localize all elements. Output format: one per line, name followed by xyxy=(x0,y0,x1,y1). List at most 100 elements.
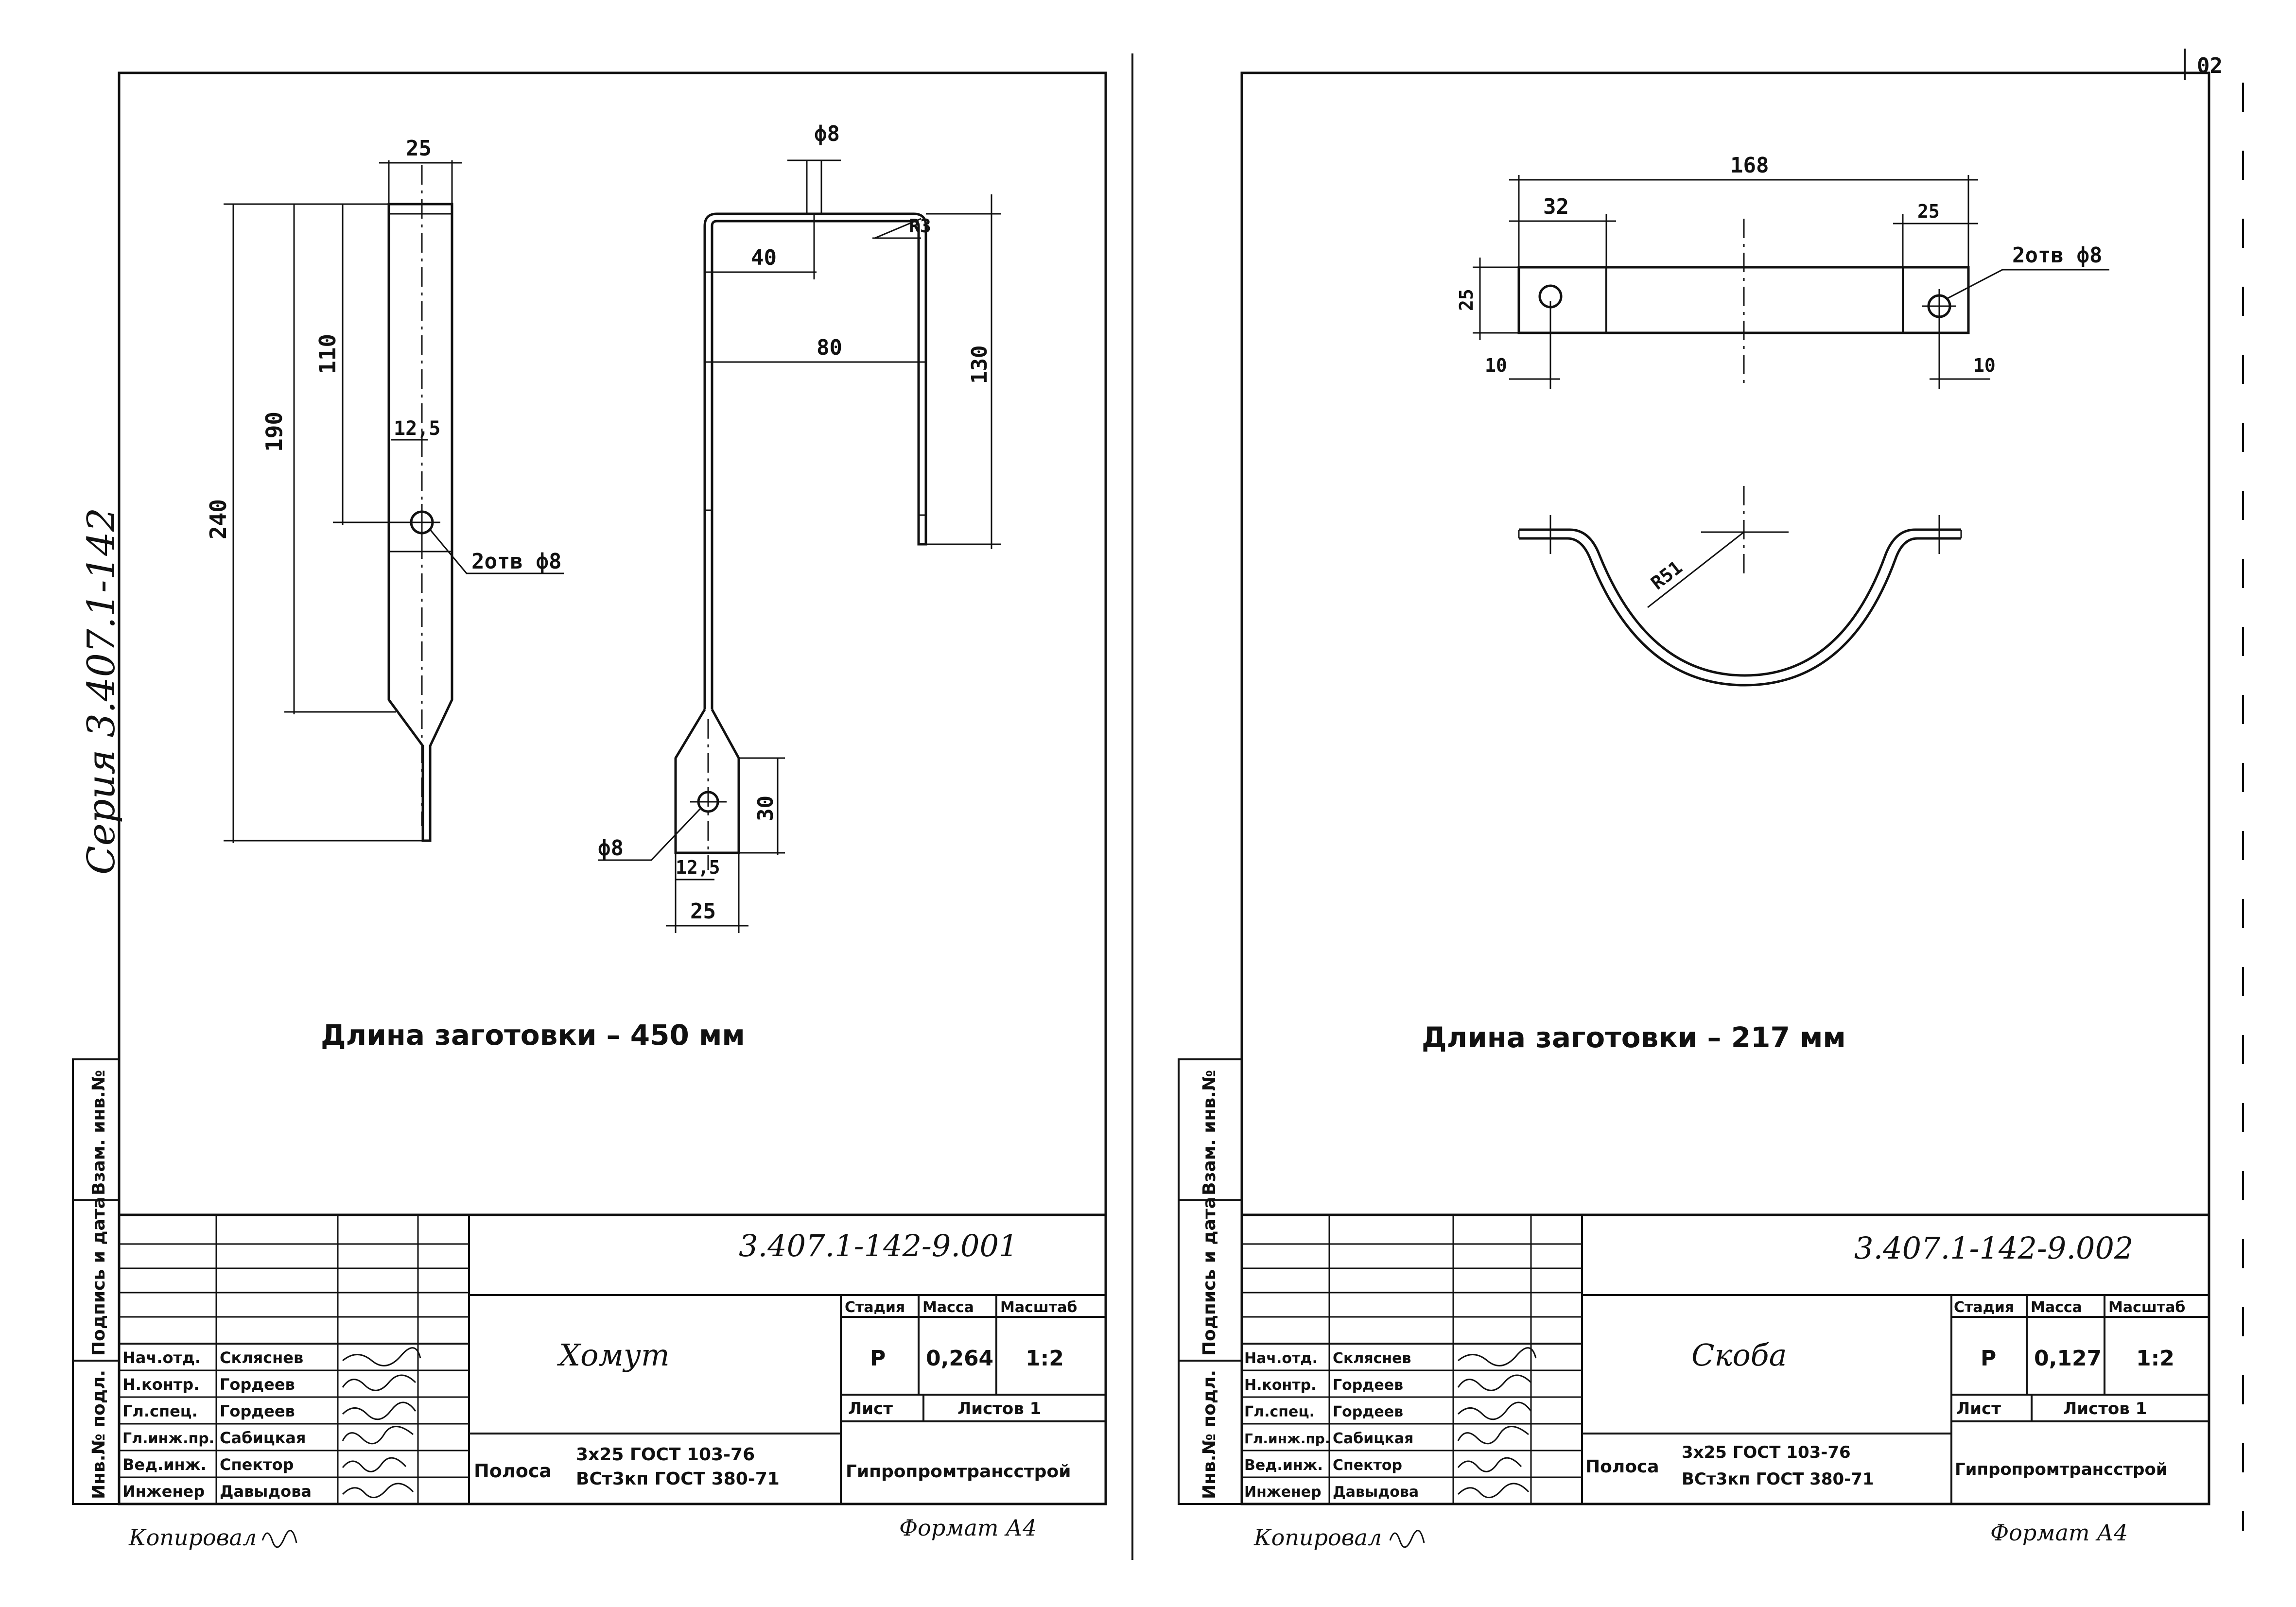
left-role-0: Нач.отд. xyxy=(122,1348,201,1367)
right-part-flat-blank: 168 32 25 2отв ф8 25 10 10 xyxy=(1456,153,2109,389)
right-frame xyxy=(1240,71,2210,1505)
dim-phi8-bottom: ф8 xyxy=(598,836,624,861)
dim-30: 30 xyxy=(753,795,778,821)
dim-12-5-bottom: 12,5 xyxy=(676,857,720,878)
right-name-0: Скляснев xyxy=(1333,1350,1411,1367)
right-sheet-label: Лист xyxy=(1956,1399,2001,1418)
dim-240: 240 xyxy=(205,499,231,539)
dim-168: 168 xyxy=(1730,153,1769,178)
left-name-3: Сабицкая xyxy=(220,1429,306,1447)
right-name-3: Сабицкая xyxy=(1333,1430,1413,1447)
left-name-1: Гордеев xyxy=(220,1375,295,1394)
left-material-label: Полоса xyxy=(474,1460,552,1482)
right-org: Гипропромтрансстрой xyxy=(1955,1460,2168,1479)
left-name-5: Давыдова xyxy=(220,1482,312,1501)
dim-10-left: 10 xyxy=(1485,355,1507,376)
right-side-strip: Инв.№ подл. Подпись и дата Взам. инв.№ xyxy=(1178,1058,1243,1505)
left-doc-code: 3.407.1-142-9.001 xyxy=(739,1228,1018,1263)
dim-25-left: 25 xyxy=(1456,289,1477,311)
right-role-0: Нач.отд. xyxy=(1244,1350,1318,1367)
left-sheets-label: Листов 1 xyxy=(957,1399,1041,1418)
right-side-label-replace: Взам. инв.№ xyxy=(1200,1070,1219,1195)
left-name-2: Гордеев xyxy=(220,1402,295,1420)
right-name-5: Давыдова xyxy=(1333,1484,1419,1501)
left-scale-label: Масштаб xyxy=(1000,1299,1077,1316)
right-stage: Р xyxy=(1981,1346,1996,1371)
right-signatures xyxy=(1457,1347,1537,1498)
left-role-1: Н.контр. xyxy=(122,1375,199,1394)
right-stage-label: Стадия xyxy=(1954,1299,2014,1316)
right-role-3: Гл.инж.пр. xyxy=(1244,1431,1330,1447)
left-copied-signature xyxy=(261,1530,297,1548)
left-copied: Копировал xyxy=(128,1524,257,1551)
dim-80: 80 xyxy=(817,335,842,360)
dim-110: 110 xyxy=(314,334,341,374)
holes-label-right: 2отв ф8 xyxy=(2012,243,2102,268)
left-org: Гипропромтрансстрой xyxy=(846,1462,1071,1482)
left-blank-length: Длина заготовки – 450 мм xyxy=(321,1019,745,1052)
holes-label-top: 2отв ф8 xyxy=(471,549,561,574)
left-title-block: Нач.отд. Скляснев Н.контр. Гордеев Гл.сп… xyxy=(118,1213,1107,1505)
left-stage-label: Стадия xyxy=(845,1299,905,1316)
right-side-label-sign: Подпись и дата xyxy=(1200,1197,1219,1356)
right-part-bent-view: R51 xyxy=(1518,486,1962,687)
right-mass: 0,127 xyxy=(2034,1346,2102,1371)
left-side-strip: Инв.№ подл. Подпись и дата Взам. инв.№ xyxy=(72,1058,120,1505)
dim-32: 32 xyxy=(1543,194,1569,219)
right-role-2: Гл.спец. xyxy=(1244,1403,1315,1420)
right-sheets-label: Листов 1 xyxy=(2063,1399,2147,1418)
dim-10-right: 10 xyxy=(1973,355,1996,376)
dim-25-bottom: 25 xyxy=(690,899,716,924)
left-part-bent-clamp: ф8 R3 40 80 130 30 ф8 xyxy=(598,121,1001,933)
right-sheet: Инв.№ подл. Подпись и дата Взам. инв.№ 1… xyxy=(1178,71,2210,1551)
left-frame xyxy=(118,71,1107,1505)
dim-25-top: 25 xyxy=(406,136,432,161)
left-material-line1: 3х25 ГОСТ 103-76 xyxy=(576,1445,755,1465)
dim-25-right: 25 xyxy=(1917,201,1940,222)
left-side-label-sign: Подпись и дата xyxy=(89,1197,109,1356)
left-part-title: Хомут xyxy=(557,1337,670,1373)
left-role-5: Инженер xyxy=(122,1482,205,1501)
right-doc-code: 3.407.1-142-9.002 xyxy=(1854,1230,2133,1266)
left-side-label-replace: Взам. инв.№ xyxy=(89,1070,109,1195)
right-part-title: Скоба xyxy=(1691,1337,1787,1373)
dim-40: 40 xyxy=(751,245,777,270)
left-role-3: Гл.инж.пр. xyxy=(122,1430,214,1447)
right-role-1: Н.контр. xyxy=(1244,1377,1316,1394)
right-name-2: Гордеев xyxy=(1333,1403,1403,1420)
left-role-2: Гл.спец. xyxy=(122,1402,198,1420)
right-name-1: Гордеев xyxy=(1333,1377,1403,1394)
left-scale: 1:2 xyxy=(1026,1346,1064,1371)
dim-190: 190 xyxy=(261,412,287,452)
left-material-line2: ВСт3кп ГОСТ 380-71 xyxy=(576,1469,780,1489)
right-blank-length: Длина заготовки – 217 мм xyxy=(1422,1021,1846,1054)
left-side-label-inv: Инв.№ подл. xyxy=(89,1370,109,1499)
right-role-4: Вед.инж. xyxy=(1244,1457,1323,1474)
right-title-block: Нач.отд. Скляснев Н.контр. Гордеев Гл.сп… xyxy=(1240,1213,2210,1505)
left-name-0: Скляснев xyxy=(220,1348,303,1367)
dim-r51: R51 xyxy=(1647,556,1686,594)
right-format: Формат А4 xyxy=(1990,1520,2128,1546)
series-label: Серия 3.407.1-142 xyxy=(80,508,123,875)
dim-r3: R3 xyxy=(909,215,931,237)
right-material-label: Полоса xyxy=(1585,1457,1659,1477)
dim-130: 130 xyxy=(967,346,992,384)
left-stage: Р xyxy=(870,1346,886,1371)
right-copied-signature xyxy=(1389,1530,1425,1548)
left-format: Формат А4 xyxy=(899,1515,1037,1541)
dim-12-5-top: 12,5 xyxy=(394,417,440,440)
right-material-line2: ВСт3кп ГОСТ 380-71 xyxy=(1682,1469,1874,1489)
right-material-line1: 3х25 ГОСТ 103-76 xyxy=(1682,1443,1851,1462)
left-role-4: Вед.инж. xyxy=(122,1455,207,1474)
right-copied: Копировал xyxy=(1253,1524,1382,1551)
left-part-flat-strip: 25 240 190 110 12,5 2отв ф8 xyxy=(205,136,564,843)
left-signatures xyxy=(342,1347,421,1498)
right-side-label-inv: Инв.№ подл. xyxy=(1200,1370,1219,1499)
dim-phi8-top: ф8 xyxy=(814,121,840,146)
left-mass-label: Масса xyxy=(922,1299,974,1316)
right-scale-label: Масштаб xyxy=(2108,1299,2185,1316)
left-mass: 0,264 xyxy=(926,1346,993,1371)
left-name-4: Спектор xyxy=(220,1455,294,1474)
right-name-4: Спектор xyxy=(1333,1457,1402,1474)
